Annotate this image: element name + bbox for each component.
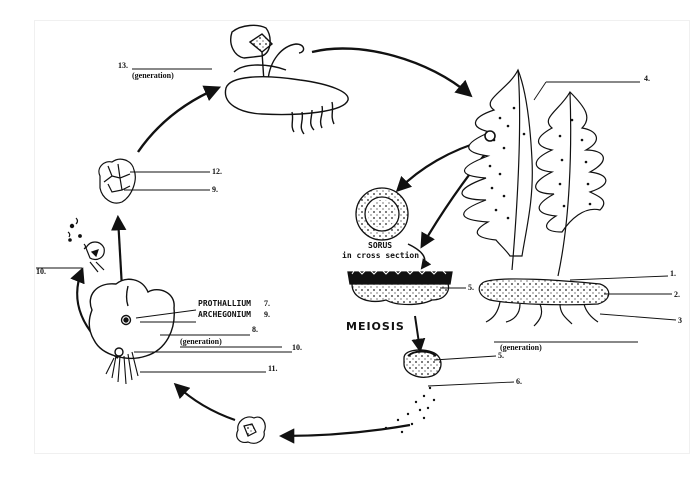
label-generation-top: (generation) — [132, 71, 174, 80]
label-generation-right: (generation) — [500, 343, 542, 352]
cycle-arrow-bottom — [278, 423, 411, 444]
cycle-arrow-bottom-left — [173, 382, 236, 422]
label-meiosis: MEIOSIS — [346, 320, 405, 333]
label-6: 6. — [516, 377, 522, 386]
sorus-drawing — [355, 187, 409, 241]
label-8: 8. — [252, 325, 258, 334]
label-10: 10. — [292, 343, 302, 352]
mature-fern-drawing — [461, 68, 610, 327]
sorus-cross-section-drawing — [347, 267, 453, 306]
cycle-arrow-top — [311, 47, 473, 98]
label-prothallium: PROTHALLIUM — [198, 299, 251, 308]
sporangium-drawing — [403, 349, 442, 378]
arrow-sorus-down — [407, 243, 432, 270]
label-sorus: SORUS — [368, 241, 392, 250]
label-1: 1. — [670, 269, 676, 278]
label-5-spore: 5. — [498, 351, 504, 360]
germinating-spore-drawing — [236, 416, 266, 444]
diagram-panel — [34, 20, 690, 454]
label-3: 3 — [678, 316, 682, 325]
label-archegonium: ARCHEGONIUM — [198, 310, 251, 319]
arrow-meiosis-down — [411, 315, 426, 353]
label-10-left: 10. — [36, 267, 46, 276]
embryo-cell-cluster — [98, 158, 136, 204]
cycle-arrow-left-up — [137, 85, 222, 153]
label-13: 13. — [118, 61, 128, 70]
young-sporophyte-drawing — [224, 24, 349, 135]
label-2: 2. — [674, 290, 680, 299]
label-11: 11. — [268, 364, 278, 373]
label-12: 12. — [212, 167, 222, 176]
label-4: 4. — [644, 74, 650, 83]
label-9: 9. — [264, 310, 270, 319]
spores-drawing — [384, 386, 436, 434]
label-5-sorus: 5. — [468, 283, 474, 292]
label-cross-section: in cross section — [342, 250, 419, 260]
prothallium-drawing — [88, 278, 175, 385]
label-7: 7. — [264, 299, 270, 308]
label-generation-mid: (generation) — [180, 337, 222, 346]
label-9-top: 9. — [212, 185, 218, 194]
sperm-cells-drawing — [67, 217, 105, 273]
leader-lines — [36, 68, 677, 387]
arrow-prothallium-up — [111, 214, 127, 289]
